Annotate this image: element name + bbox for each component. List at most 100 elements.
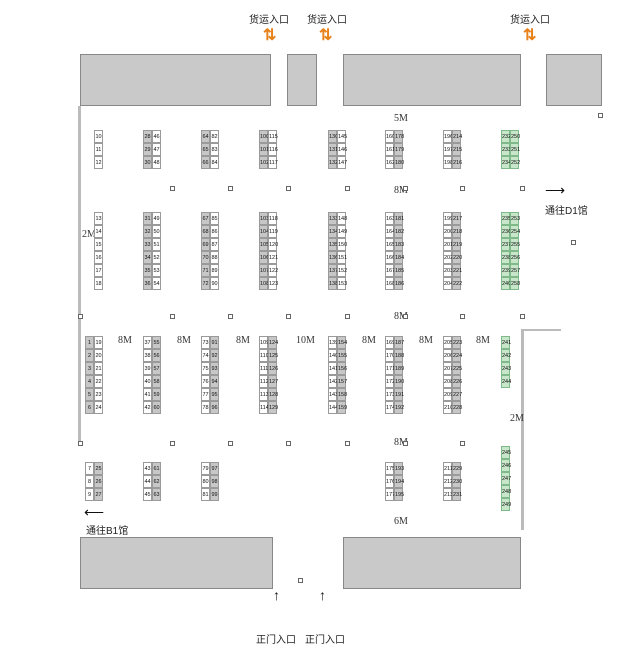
booth-9[interactable]: 9 [85, 488, 94, 501]
booth-15[interactable]: 15 [94, 238, 103, 251]
booth-98[interactable]: 98 [210, 475, 219, 488]
booth-50[interactable]: 50 [152, 225, 161, 238]
booth-83[interactable]: 83 [210, 143, 219, 156]
booth-235[interactable]: 235 [501, 212, 511, 225]
booth-225[interactable]: 225 [452, 362, 462, 375]
booth-244[interactable]: 244 [501, 375, 511, 388]
booth-84[interactable]: 84 [210, 156, 219, 169]
booth-192[interactable]: 192 [394, 401, 404, 414]
booth-161[interactable]: 161 [385, 143, 395, 156]
booth-82[interactable]: 82 [210, 130, 219, 143]
booth-78[interactable]: 78 [201, 401, 210, 414]
booth-81[interactable]: 81 [201, 488, 210, 501]
booth-11[interactable]: 11 [94, 143, 103, 156]
booth-101[interactable]: 101 [259, 143, 269, 156]
booth-106[interactable]: 106 [259, 251, 269, 264]
booth-112[interactable]: 112 [259, 375, 269, 388]
booth-53[interactable]: 53 [152, 264, 161, 277]
booth-221[interactable]: 221 [452, 264, 462, 277]
booth-179[interactable]: 179 [394, 143, 404, 156]
booth-200[interactable]: 200 [443, 225, 453, 238]
booth-16[interactable]: 16 [94, 251, 103, 264]
booth-181[interactable]: 181 [394, 212, 404, 225]
booth-26[interactable]: 26 [94, 475, 103, 488]
booth-147[interactable]: 147 [337, 156, 347, 169]
booth-159[interactable]: 159 [337, 401, 347, 414]
booth-68[interactable]: 68 [201, 225, 210, 238]
booth-7[interactable]: 7 [85, 462, 94, 475]
booth-113[interactable]: 113 [259, 388, 269, 401]
booth-108[interactable]: 108 [259, 277, 269, 290]
booth-207[interactable]: 207 [443, 362, 453, 375]
booth-257[interactable]: 257 [510, 264, 520, 277]
booth-72[interactable]: 72 [201, 277, 210, 290]
booth-172[interactable]: 172 [385, 375, 395, 388]
booth-210[interactable]: 210 [443, 401, 453, 414]
booth-85[interactable]: 85 [210, 212, 219, 225]
booth-177[interactable]: 177 [385, 488, 395, 501]
booth-146[interactable]: 146 [337, 143, 347, 156]
booth-79[interactable]: 79 [201, 462, 210, 475]
booth-149[interactable]: 149 [337, 225, 347, 238]
booth-20[interactable]: 20 [94, 349, 103, 362]
booth-128[interactable]: 128 [268, 388, 278, 401]
booth-58[interactable]: 58 [152, 375, 161, 388]
booth-25[interactable]: 25 [94, 462, 103, 475]
booth-164[interactable]: 164 [385, 225, 395, 238]
booth-12[interactable]: 12 [94, 156, 103, 169]
booth-190[interactable]: 190 [394, 375, 404, 388]
booth-162[interactable]: 162 [385, 156, 395, 169]
booth-36[interactable]: 36 [143, 277, 152, 290]
booth-228[interactable]: 228 [452, 401, 462, 414]
booth-29[interactable]: 29 [143, 143, 152, 156]
booth-107[interactable]: 107 [259, 264, 269, 277]
booth-74[interactable]: 74 [201, 349, 210, 362]
booth-174[interactable]: 174 [385, 401, 395, 414]
booth-182[interactable]: 182 [394, 225, 404, 238]
booth-254[interactable]: 254 [510, 225, 520, 238]
booth-76[interactable]: 76 [201, 375, 210, 388]
booth-208[interactable]: 208 [443, 375, 453, 388]
booth-67[interactable]: 67 [201, 212, 210, 225]
booth-253[interactable]: 253 [510, 212, 520, 225]
booth-63[interactable]: 63 [152, 488, 161, 501]
booth-135[interactable]: 135 [328, 238, 338, 251]
booth-35[interactable]: 35 [143, 264, 152, 277]
booth-17[interactable]: 17 [94, 264, 103, 277]
booth-229[interactable]: 229 [452, 462, 462, 475]
booth-187[interactable]: 187 [394, 336, 404, 349]
booth-134[interactable]: 134 [328, 225, 338, 238]
booth-102[interactable]: 102 [259, 156, 269, 169]
booth-116[interactable]: 116 [268, 143, 278, 156]
booth-46[interactable]: 46 [152, 130, 161, 143]
booth-238[interactable]: 238 [501, 251, 511, 264]
booth-132[interactable]: 132 [328, 156, 338, 169]
booth-246[interactable]: 246 [501, 459, 511, 472]
booth-153[interactable]: 153 [337, 277, 347, 290]
booth-171[interactable]: 171 [385, 362, 395, 375]
booth-184[interactable]: 184 [394, 251, 404, 264]
booth-142[interactable]: 142 [328, 375, 338, 388]
booth-41[interactable]: 41 [143, 388, 152, 401]
booth-175[interactable]: 175 [385, 462, 395, 475]
booth-232[interactable]: 232 [501, 130, 511, 143]
booth-105[interactable]: 105 [259, 238, 269, 251]
booth-218[interactable]: 218 [452, 225, 462, 238]
booth-28[interactable]: 28 [143, 130, 152, 143]
booth-44[interactable]: 44 [143, 475, 152, 488]
booth-119[interactable]: 119 [268, 225, 278, 238]
booth-117[interactable]: 117 [268, 156, 278, 169]
booth-57[interactable]: 57 [152, 362, 161, 375]
booth-62[interactable]: 62 [152, 475, 161, 488]
booth-59[interactable]: 59 [152, 388, 161, 401]
booth-195[interactable]: 195 [394, 488, 404, 501]
booth-3[interactable]: 3 [85, 362, 94, 375]
booth-4[interactable]: 4 [85, 375, 94, 388]
booth-61[interactable]: 61 [152, 462, 161, 475]
booth-227[interactable]: 227 [452, 388, 462, 401]
booth-141[interactable]: 141 [328, 362, 338, 375]
booth-248[interactable]: 248 [501, 485, 511, 498]
booth-73[interactable]: 73 [201, 336, 210, 349]
booth-193[interactable]: 193 [394, 462, 404, 475]
booth-91[interactable]: 91 [210, 336, 219, 349]
